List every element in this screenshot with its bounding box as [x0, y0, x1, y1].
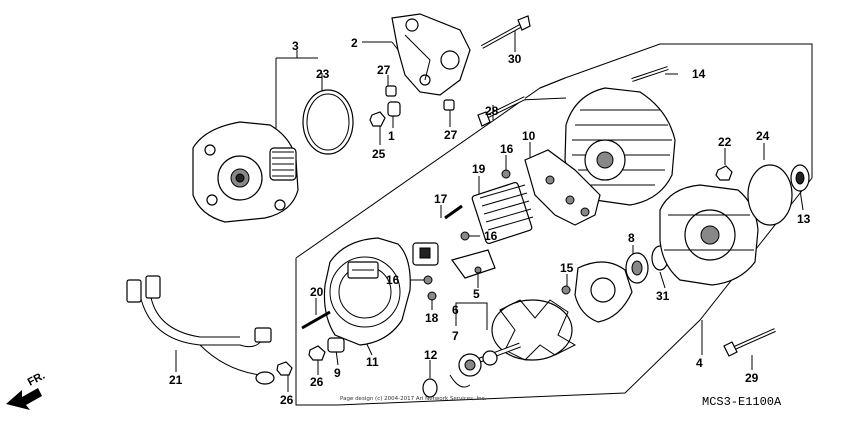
- part-number-label: 6: [452, 303, 459, 317]
- part-number-label: 30: [508, 52, 522, 66]
- part-number-label: 16: [386, 273, 400, 287]
- direction-label: FR.: [26, 370, 47, 389]
- part-number-label: 31: [656, 289, 670, 303]
- bolt-29: [723, 328, 776, 357]
- screw: [460, 231, 470, 241]
- terminal-plate: [451, 249, 496, 279]
- o-ring-inner: [306, 93, 350, 151]
- part-number-label: 23: [316, 67, 330, 81]
- front-cover-assembly-part: [192, 121, 299, 223]
- bearing-8-bore: [631, 260, 643, 276]
- wire-harness-part: [126, 275, 275, 385]
- o-ring-large: [302, 89, 354, 155]
- part-labels: 3 23 2 30 27 1 25 27 28 14 16 10 19 17 1…: [169, 36, 811, 407]
- copyright-notice: Page design (c) 2004-2017 Ari Network Se…: [340, 396, 487, 402]
- bolt-20: [301, 310, 331, 330]
- seal-13-bore: [795, 171, 805, 185]
- seal-ring: [422, 378, 438, 398]
- bolt-mid: [477, 96, 526, 127]
- part-number-label: 14: [692, 67, 706, 81]
- part-number-label: 22: [718, 135, 732, 149]
- circlip: [449, 374, 471, 388]
- baffle-plate: [574, 261, 633, 323]
- part-number-label: 26: [310, 375, 324, 389]
- part-number-label: 20: [310, 285, 324, 299]
- part-number-label: 25: [372, 147, 386, 161]
- screw-15: [561, 285, 571, 295]
- regulator-part: [471, 181, 534, 245]
- part-number-label: 10: [522, 129, 536, 143]
- o-ring-24: [747, 164, 793, 226]
- bolt-long-top: [481, 15, 531, 49]
- rectifier-part: [524, 149, 601, 226]
- part-number-label: 9: [334, 366, 341, 380]
- bearing-7-bore: [464, 359, 476, 371]
- diagram-code: MCS3-E1100A: [702, 395, 782, 409]
- part-number-label: 27: [377, 63, 391, 77]
- nut-26: [276, 361, 293, 376]
- part-number-label: 2: [351, 36, 358, 50]
- screw: [423, 275, 433, 285]
- terminal-socket: [419, 247, 431, 259]
- part-number-label: 18: [425, 311, 439, 325]
- mounting-bracket-part: [391, 13, 471, 96]
- collar: [387, 101, 401, 117]
- part-number-label: 13: [797, 212, 811, 226]
- part-number-label: 29: [745, 371, 759, 385]
- part-number-label: 21: [169, 373, 183, 387]
- end-housing-part: [659, 184, 759, 286]
- dowel-pin: [443, 99, 455, 111]
- part-number-label: 5: [473, 287, 480, 301]
- part-number-label: 8: [628, 231, 635, 245]
- outline-segment: [539, 77, 566, 89]
- part-number-label: 7: [452, 329, 459, 343]
- part-number-label: 4: [696, 356, 703, 370]
- rotor-part: [479, 299, 577, 366]
- part-number-label: 16: [500, 142, 514, 156]
- front-direction-arrow: [6, 388, 42, 410]
- screw-17: [444, 204, 463, 220]
- part-number-label: 19: [472, 162, 486, 176]
- rear-cover-part: [323, 237, 411, 346]
- part-number-label: 1: [388, 129, 395, 143]
- stator-housing-part: [564, 87, 676, 206]
- part-number-label: 15: [560, 261, 574, 275]
- nut-22: [715, 165, 733, 181]
- nut: [369, 111, 386, 127]
- part-number-label: 12: [424, 348, 438, 362]
- part-number-label: 11: [366, 355, 379, 369]
- part-number-label: 26: [280, 393, 294, 407]
- screw: [501, 169, 511, 179]
- part-number-label: 28: [485, 104, 499, 118]
- stud-bolt: [631, 66, 669, 82]
- part-number-label: 17: [434, 192, 448, 206]
- screw-18: [427, 291, 437, 301]
- part-number-label: 27: [444, 128, 458, 142]
- cap: [327, 337, 345, 353]
- terminal-bolt: [474, 266, 482, 274]
- nut-26: [308, 345, 326, 361]
- part-number-label: 3: [292, 39, 299, 53]
- part-number-label: 16: [484, 229, 498, 243]
- part-number-label: 24: [756, 129, 770, 143]
- dowel-pin: [385, 85, 397, 97]
